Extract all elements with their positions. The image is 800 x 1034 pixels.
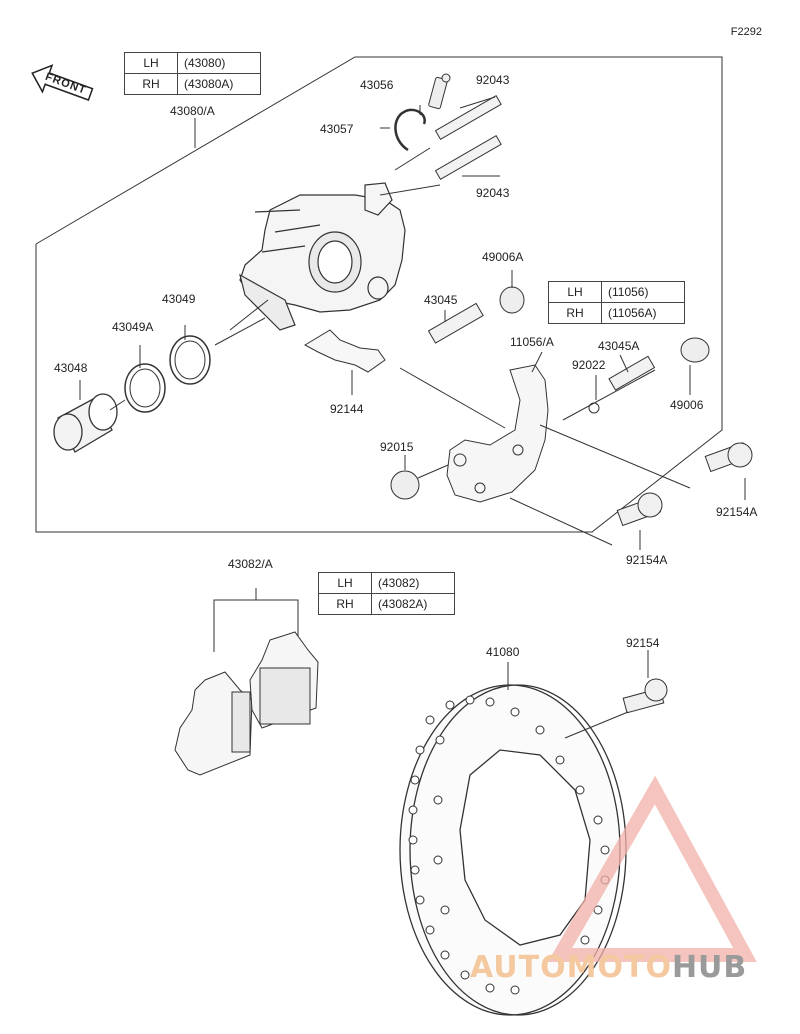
- part-cell: (11056): [601, 281, 685, 303]
- sleeve-drawing: [390, 470, 420, 500]
- side-cell: LH: [318, 572, 372, 594]
- side-cell: LH: [124, 52, 178, 74]
- part-label-piston[interactable]: 43048: [54, 361, 88, 375]
- seal-inner-drawing: [124, 363, 166, 413]
- table-row: LH (43082): [318, 572, 455, 594]
- part-cell: (11056A): [601, 302, 685, 324]
- pins-drawing: [434, 94, 502, 181]
- bleeder-valve-drawing: [428, 73, 451, 110]
- slide-pin-drawing: [427, 302, 484, 344]
- table-row: RH (43080A): [124, 73, 261, 95]
- pad-right-drawing: [249, 631, 319, 729]
- figure-code: F2292: [730, 26, 762, 38]
- table-row: LH (11056): [548, 281, 685, 303]
- boot-b-drawing: [680, 337, 710, 363]
- disc-holes: [408, 695, 610, 995]
- part-cell: (43080A): [177, 73, 261, 95]
- part-label-caliper-assy[interactable]: 43080/A: [170, 104, 215, 118]
- part-cell: (43080): [177, 52, 261, 74]
- side-cell: RH: [318, 593, 372, 615]
- bleeder-cap-drawing: [394, 108, 426, 152]
- part-label-boot[interactable]: 49006A: [482, 250, 524, 264]
- part-label-seal-outer[interactable]: 43049: [162, 292, 196, 306]
- pad-spring-drawing: [303, 329, 386, 373]
- part-label-boot-b[interactable]: 49006: [670, 398, 704, 412]
- piston-drawing: [53, 393, 118, 453]
- part-label-bolt-a2[interactable]: 92154A: [626, 553, 668, 567]
- part-label-seal-inner[interactable]: 43049A: [112, 320, 154, 334]
- part-label-bracket[interactable]: 11056/A: [510, 335, 554, 349]
- side-cell: RH: [124, 73, 178, 95]
- table-row: RH (11056A): [548, 302, 685, 324]
- table-row: RH (43082A): [318, 593, 455, 615]
- slide-pin-a-drawing: [608, 355, 656, 391]
- bolt-a1-drawing: [704, 442, 753, 473]
- seal-outer-drawing: [169, 335, 211, 385]
- part-label-bolt-a1[interactable]: 92154A: [716, 505, 758, 519]
- part-label-slide-pin-a[interactable]: 43045A: [598, 339, 640, 353]
- bracket-drawing: [446, 364, 549, 503]
- part-label-bleeder-cap[interactable]: 43057: [320, 122, 354, 136]
- side-cell: RH: [548, 302, 602, 324]
- part-label-snap-ring[interactable]: 92022: [572, 358, 606, 372]
- part-label-sleeve[interactable]: 92015: [380, 440, 414, 454]
- part-label-pin-upper[interactable]: 92043: [476, 73, 510, 87]
- side-cell: LH: [548, 281, 602, 303]
- bolt-a2-drawing: [616, 492, 663, 527]
- caliper-variant-table: LH (43080) RH (43080A): [124, 52, 261, 95]
- watermark-logo: AUTOMOTOHUB: [470, 950, 747, 985]
- part-label-slide-pin[interactable]: 43045: [424, 293, 458, 307]
- watermark-triangle-icon: [547, 775, 757, 962]
- part-cell: (43082A): [371, 593, 455, 615]
- watermark-text-2: HUB: [671, 950, 748, 985]
- pad-left-drawing: [174, 671, 253, 776]
- boot-drawing: [499, 286, 525, 314]
- front-arrow-icon: [31, 64, 94, 101]
- part-cell: (43082): [371, 572, 455, 594]
- part-label-disc[interactable]: 41080: [486, 645, 520, 659]
- part-label-bleeder-valve[interactable]: 43056: [360, 78, 394, 92]
- caliper-body-drawing: [239, 182, 406, 331]
- part-label-pad-spring[interactable]: 92144: [330, 402, 364, 416]
- watermark-text-1: AUTOMOTO: [470, 950, 672, 985]
- assembly-boundary: [35, 56, 723, 533]
- disc-bolt-drawing: [622, 678, 668, 714]
- table-row: LH (43080): [124, 52, 261, 74]
- bracket-variant-table: LH (11056) RH (11056A): [548, 281, 685, 324]
- part-label-disc-bolt[interactable]: 92154: [626, 636, 660, 650]
- pads-variant-table: LH (43082) RH (43082A): [318, 572, 455, 615]
- part-label-pin-lower[interactable]: 92043: [476, 186, 510, 200]
- part-label-pad-set[interactable]: 43082/A: [228, 557, 273, 571]
